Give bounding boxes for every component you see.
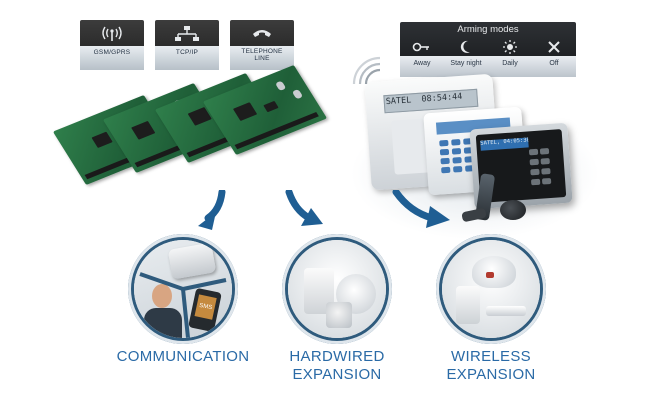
arrow-to-wireless	[392, 190, 450, 228]
mode-label: Away	[413, 60, 431, 67]
detector-image	[326, 302, 352, 328]
arming-modes-panel: Arming modes Away Stay night	[400, 22, 576, 77]
hardwired-expansion-label: HARDWIRED EXPANSION	[289, 348, 385, 383]
wireless-expansion-circle	[436, 234, 546, 344]
control-panel-boards	[52, 64, 328, 186]
antenna-icon	[80, 24, 144, 42]
communication-circle: SMS	[128, 234, 238, 344]
channel-label: TELEPHONE LINE	[241, 48, 283, 62]
hardwired-expansion-circle	[282, 234, 392, 344]
person-image	[142, 284, 184, 338]
wireless-expansion-label: WIRELESS EXPANSION	[446, 348, 536, 383]
channel-label: GSM/GPRS	[93, 49, 131, 56]
mode-label: Off	[549, 60, 559, 67]
sun-icon	[488, 40, 532, 54]
arrow-to-hardwired	[285, 190, 323, 226]
moon-icon	[444, 40, 488, 54]
mode-label: Daily	[502, 60, 518, 67]
keypads-group: SATEL 08:54:44 SATEL, 04:05:38	[350, 70, 600, 240]
smoke-detector-image	[472, 256, 516, 288]
channel-tab-telephone: TELEPHONE LINE	[230, 20, 294, 70]
proximity-tag	[500, 200, 526, 220]
key-icon	[400, 40, 444, 54]
telephone-icon	[230, 24, 294, 42]
arming-modes-title: Arming modes	[457, 24, 519, 35]
channel-tab-tcpip: TCP/IP	[155, 20, 219, 70]
channel-label: TCP/IP	[175, 49, 199, 56]
magnetic-contact-image	[486, 306, 526, 316]
communication-label: COMMUNICATION	[116, 348, 250, 365]
channel-tab-gsm: GSM/GPRS	[80, 20, 144, 70]
motion-detector-image	[456, 286, 480, 324]
arrow-to-communication	[198, 190, 226, 230]
wireless-signal-icon	[352, 54, 386, 93]
network-icon	[155, 24, 219, 42]
x-icon	[532, 40, 576, 54]
mode-label: Stay night	[450, 60, 482, 67]
